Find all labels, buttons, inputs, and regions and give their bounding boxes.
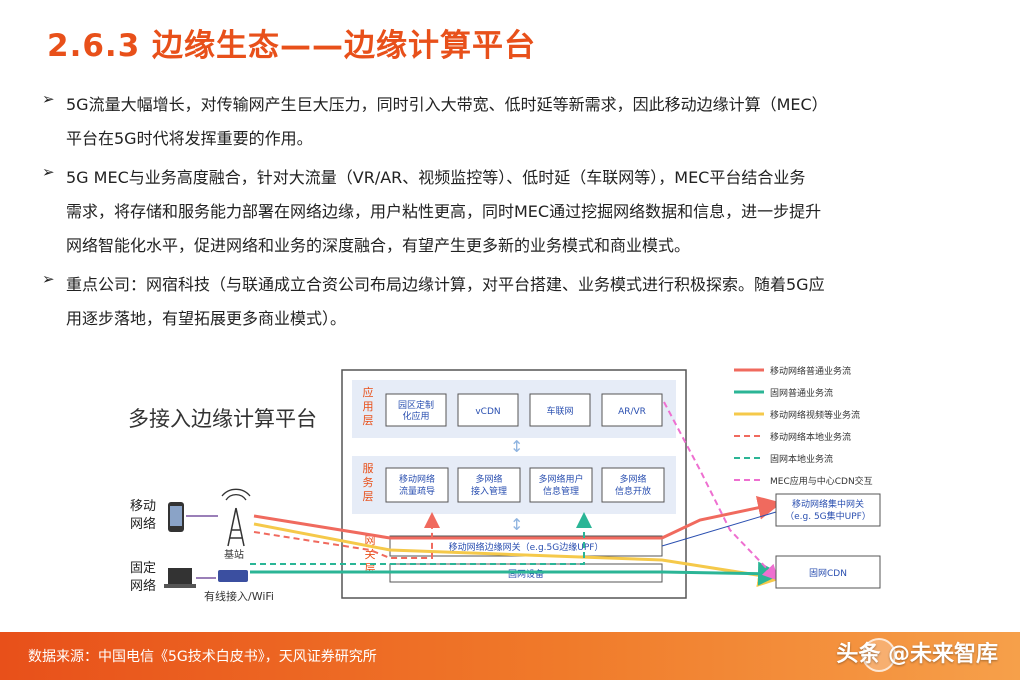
layer-label-char: 用: [363, 400, 374, 413]
bullet-text-line: 重点公司：网宿科技（与联通成立合资公司布局边缘计算，对平台搭建、业务模式进行积极…: [66, 275, 825, 294]
base-station-icon: [221, 488, 251, 547]
layer-link-icon: ↕: [510, 515, 523, 534]
layer-label-char: 务: [363, 476, 374, 489]
service-box-label: 接入管理: [471, 485, 507, 497]
gateway-link-line: [661, 511, 777, 547]
service-box: [385, 467, 449, 503]
fixed-network-label-line: 固定: [130, 561, 156, 576]
fixed-cdn-label: 固网CDN: [809, 568, 847, 579]
company-logo-icon: [862, 638, 896, 672]
service-box: [457, 467, 521, 503]
app-box-label: AR/VR: [618, 407, 646, 417]
router-icon: [218, 570, 248, 582]
core-gateway-label: 移动网络集中网关（e.g. 5G集中UPF）: [785, 498, 871, 522]
app-box: [601, 393, 663, 427]
app-box-label: 化应用: [402, 410, 429, 422]
bullet-text-line: 用逐步落地，有望拓展更多商业模式）。: [66, 309, 347, 328]
bullet-item: ➢ 5G流量大幅增长，对传输网产生巨大压力，同时引入大带宽、低时延等新需求，因此移…: [40, 88, 980, 156]
bullet-item: ➢ 5G MEC与业务高度融合，针对大流量（VR/AR、视频监控等）、低时延（车联…: [40, 161, 980, 263]
page-title: 2.6.3 边缘生态——边缘计算平台: [47, 28, 537, 64]
platform-title: 多接入边缘计算平台: [128, 407, 317, 431]
fixed-local-flow-line: [250, 512, 592, 565]
watermark: 头条 @未来智库: [836, 642, 998, 667]
service-box: [601, 467, 665, 503]
core-gateway-box: [775, 493, 881, 527]
app-box-label: 园区定制: [398, 399, 434, 411]
service-box: [529, 467, 593, 503]
fixed-network-device-label: 固网设备: [508, 568, 544, 580]
layer-label-char: 应: [363, 385, 374, 399]
bullet-arrow-icon: ➢: [42, 163, 55, 181]
mec-cdn-interaction-line: [663, 401, 779, 581]
bullet-arrow-icon: ➢: [42, 90, 55, 108]
mobile-edge-gateway-label: 移动网络边缘网关（e.g.5G边缘UPF）: [449, 541, 604, 553]
laptop-icon: [168, 568, 192, 584]
legend: 移动网络普通业务流固网普通业务流移动网络视频等业务流移动网络本地业务流固网本地业…: [734, 365, 873, 487]
legend-label: 移动网络普通业务流: [770, 365, 851, 377]
data-source-text: 数据来源：中国电信《5G技术白皮书》，天风证券研究所: [28, 649, 377, 665]
bullet-arrow-icon: ➢: [42, 270, 55, 288]
legend-label: 移动网络视频等业务流: [770, 409, 860, 421]
wired-access-label: 有线接入/WiFi: [204, 589, 274, 603]
mobile-video-flow-line: [253, 522, 782, 588]
layer-label-char: 层: [365, 562, 376, 575]
service-box-label: 多网络: [475, 473, 502, 485]
app-box-label: vCDN: [475, 407, 500, 417]
service-box-label: 多网络: [619, 473, 646, 485]
bullet-item: ➢ 重点公司：网宿科技（与联通成立合资公司布局边缘计算，对平台搭建、业务模式进行积…: [40, 268, 980, 336]
bullet-text-line: 5G流量大幅增长，对传输网产生巨大压力，同时引入大带宽、低时延等新需求，因此移动…: [66, 95, 828, 114]
bullet-text-line: 5G MEC与业务高度融合，针对大流量（VR/AR、视频监控等）、低时延（车联网…: [66, 168, 806, 187]
layer-label-char: 服: [363, 462, 374, 475]
fixed-normal-flow-line: [250, 561, 782, 586]
app-layer-label: 应用层: [363, 385, 374, 427]
legend-label: 固网本地业务流: [770, 453, 833, 465]
app-box: [529, 393, 591, 427]
service-box-label: 流量疏导: [399, 485, 435, 497]
mobile-phone-screen: [170, 506, 182, 526]
bullet-list: ➢ 5G流量大幅增长，对传输网产生巨大压力，同时引入大带宽、低时延等新需求，因此移…: [40, 88, 980, 341]
bullet-text-line: 平台在5G时代将发挥重要的作用。: [66, 129, 313, 148]
mobile-network-label-line: 网络: [130, 516, 156, 532]
layer-label-char: 层: [363, 414, 374, 427]
legend-label: 移动网络本地业务流: [770, 431, 851, 443]
fixed-network-label-line: 网络: [130, 578, 156, 594]
legend-label: MEC应用与中心CDN交互: [770, 475, 873, 487]
base-station-label: 基站: [224, 548, 244, 561]
layer-label-char: 网: [365, 534, 376, 547]
service-layer-label: 服务层: [363, 462, 374, 503]
mobile-normal-flow-line: [253, 495, 782, 540]
laptop-base: [164, 584, 196, 588]
service-box-label: 信息管理: [543, 485, 579, 497]
bullet-text-line: 需求，将存储和服务能力部署在网络边缘，用户粘性更高，同时MEC通过挖掘网络数据和…: [66, 202, 822, 221]
mobile-network-label-line: 移动: [130, 499, 156, 514]
service-box-label: 移动网络: [399, 473, 435, 485]
layer-label-char: 关: [365, 547, 376, 561]
fixed-cdn-box: [775, 555, 881, 589]
footer-bar: 数据来源：中国电信《5G技术白皮书》，天风证券研究所 头条 @未来智库: [0, 632, 1020, 680]
service-box-label: 多网络用户: [538, 473, 583, 485]
gateway-layer-label: 网关层: [365, 534, 376, 575]
service-box-label: 信息开放: [615, 485, 651, 497]
core-gateway-label-line: 移动网络集中网关: [792, 498, 864, 510]
app-box: [385, 393, 447, 427]
app-box: [457, 393, 519, 427]
core-gateway-label-line: （e.g. 5G集中UPF）: [785, 510, 871, 522]
mobile-network-label: 移动网络: [130, 499, 156, 532]
legend-label: 固网普通业务流: [770, 387, 833, 399]
layer-link-icon: ↕: [510, 437, 523, 456]
bullet-text-line: 网络智能化水平，促进网络和业务的深度融合，有望产生更多新的业务模式和商业模式。: [66, 236, 691, 255]
mobile-local-flow-line: [253, 512, 440, 559]
layer-label-char: 层: [363, 490, 374, 503]
app-box-label: 车联网: [546, 405, 573, 417]
